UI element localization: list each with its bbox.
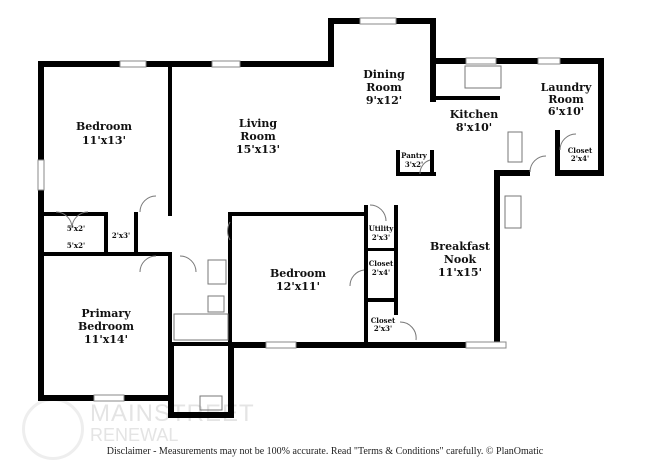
room-name: Utility	[369, 224, 395, 233]
fixtures	[55, 65, 577, 411]
room-name: Breakfast	[430, 240, 491, 253]
room-size: 9'x12'	[366, 94, 402, 107]
room-dining: Dining Room 9'x12'	[363, 68, 405, 107]
room-name: Room	[366, 81, 402, 94]
room-utility: Utility 2'x3'	[369, 224, 395, 242]
room-bedroom-2: Bedroom 12'x11'	[270, 267, 326, 293]
room-name: Pantry	[401, 151, 428, 160]
room-size: 2'x3'	[372, 233, 390, 242]
room-closet-laundry: Closet 2'x4'	[568, 146, 593, 163]
room-laundry: Laundry Room 6'x10'	[541, 81, 592, 118]
room-size: 3'x2'	[405, 160, 423, 169]
room-name: Bedroom	[270, 267, 326, 280]
room-size: 6'x10'	[548, 105, 584, 118]
room-kitchen: Kitchen 8'x10'	[450, 108, 499, 134]
room-name: Closet	[371, 316, 396, 325]
room-name: Dining	[363, 68, 405, 81]
room-name: Nook	[444, 253, 477, 266]
room-closet-c: 2'x3'	[112, 231, 130, 240]
room-closet-d: Closet 2'x4'	[369, 259, 394, 277]
room-size: 2'x4'	[571, 154, 589, 163]
room-name: Room	[240, 130, 276, 143]
room-size: 11'x14'	[84, 333, 128, 346]
room-closet-e: Closet 2'x3'	[371, 316, 396, 333]
room-name: Laundry	[541, 81, 592, 94]
room-closet-b: 5'x2'	[67, 241, 85, 250]
room-size: 11'x13'	[82, 134, 126, 147]
logo-line2: RENEWAL	[90, 425, 179, 445]
room-name: Primary	[81, 307, 131, 320]
room-size: 11'x15'	[438, 266, 482, 279]
room-size: 2'x3'	[374, 324, 392, 333]
walls	[38, 18, 604, 418]
room-pantry: Pantry 3'x2'	[401, 151, 428, 169]
room-name: Living	[239, 117, 277, 130]
room-bedroom-1: Bedroom 11'x13'	[76, 120, 132, 147]
room-name: Kitchen	[450, 108, 499, 121]
room-primary-bedroom: Primary Bedroom 11'x14'	[78, 307, 134, 346]
room-size: 2'x4'	[372, 268, 390, 277]
room-name: Bedroom	[78, 320, 134, 333]
room-name: Closet	[568, 146, 593, 155]
room-size: 12'x11'	[276, 280, 320, 293]
disclaimer-text: Disclaimer - Measurements may not be 100…	[106, 446, 544, 457]
room-living: Living Room 15'x13'	[236, 117, 280, 156]
windows	[37, 17, 561, 402]
room-size: 15'x13'	[236, 143, 280, 156]
room-name: Closet	[369, 259, 394, 268]
room-name: Bedroom	[76, 120, 132, 133]
room-name: Room	[548, 93, 584, 106]
room-breakfast-nook: Breakfast Nook 11'x15'	[430, 240, 491, 279]
room-closet-a: 5'x2'	[67, 224, 85, 233]
room-size: 8'x10'	[456, 121, 492, 134]
